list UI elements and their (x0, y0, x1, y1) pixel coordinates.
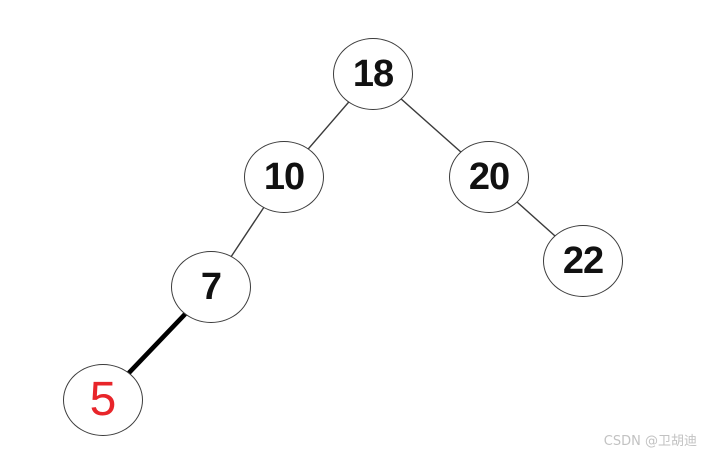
tree-node-7: 7 (171, 251, 251, 323)
watermark: CSDN @卫胡迪 (603, 434, 697, 449)
tree-node-18: 18 (333, 38, 413, 110)
tree-node-10: 10 (244, 141, 324, 213)
tree-node-22: 22 (543, 225, 623, 297)
tree-node-5: 5 (63, 364, 143, 436)
tree-node-20: 20 (449, 141, 529, 213)
